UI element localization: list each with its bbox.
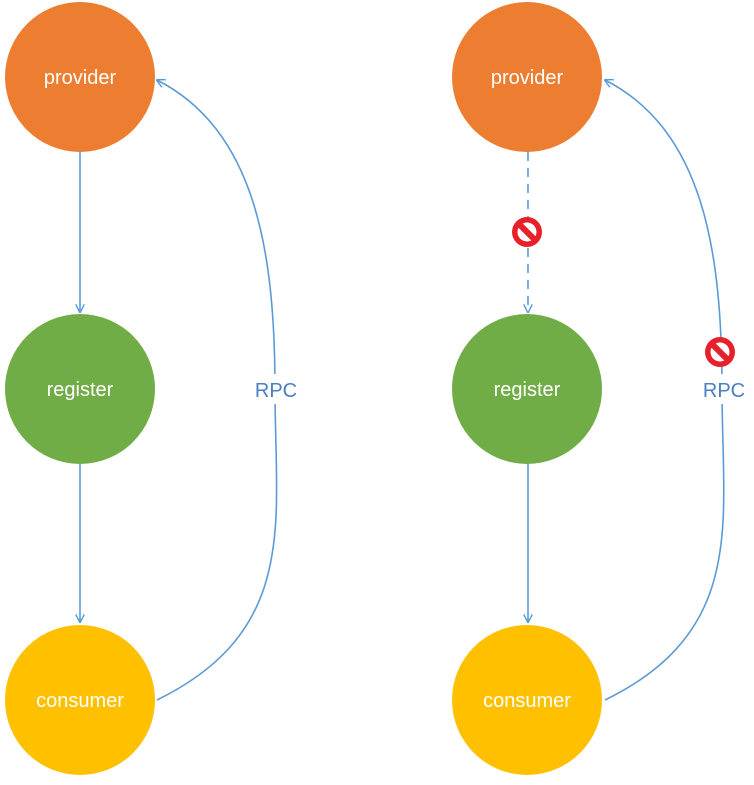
left-register-label: register	[47, 379, 114, 401]
right-provider-node: provider	[452, 2, 602, 152]
right-rpc-label-bg	[698, 374, 748, 404]
no-entry-icon	[705, 337, 735, 367]
right-provider-circle	[452, 2, 602, 152]
left-register-node: register	[5, 314, 155, 464]
left-provider-node: provider	[5, 2, 155, 152]
left-provider-circle	[5, 2, 155, 152]
right-diagram: provider register consumer RPC	[452, 2, 748, 775]
left-consumer-node: consumer	[5, 625, 155, 775]
right-rpc-label: RPC	[703, 380, 745, 402]
right-register-label: register	[494, 379, 561, 401]
right-register-node: register	[452, 314, 602, 464]
right-register-circle	[452, 314, 602, 464]
right-consumer-node: consumer	[452, 625, 602, 775]
left-rpc-label-bg	[250, 374, 300, 404]
left-consumer-label: consumer	[36, 690, 124, 712]
left-diagram: provider register consumer RPC	[5, 2, 300, 775]
right-provider-label: provider	[491, 67, 564, 89]
left-register-circle	[5, 314, 155, 464]
left-provider-label: provider	[44, 67, 117, 89]
right-consumer-circle	[452, 625, 602, 775]
no-entry-icon	[512, 217, 542, 247]
left-consumer-circle	[5, 625, 155, 775]
left-rpc-label: RPC	[255, 380, 297, 402]
right-consumer-label: consumer	[483, 690, 571, 712]
